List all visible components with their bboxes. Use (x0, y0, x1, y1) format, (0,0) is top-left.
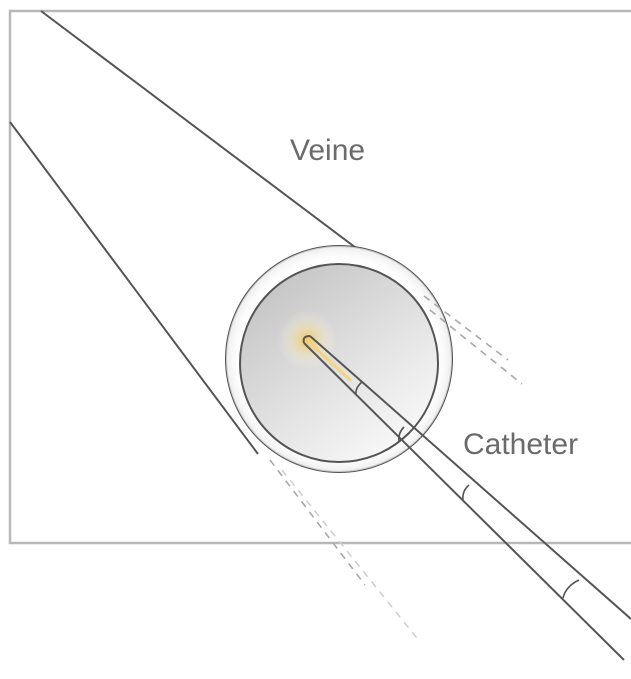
catheter (302, 335, 631, 661)
catheter-tip-highlight (310, 343, 352, 382)
catheter-tip (302, 335, 311, 344)
dashed-continuation-lines (269, 295, 523, 643)
vein-lower-wall (9, 121, 259, 455)
vein-label: Veine (290, 134, 365, 167)
catheter-band-4 (562, 579, 580, 599)
frame-outline (8, 9, 631, 545)
catheter-label: Catheter (463, 428, 578, 461)
catheter-band-2 (398, 426, 405, 442)
catheter-lower-edge (303, 342, 625, 661)
catheter-upper-edge (309, 335, 631, 620)
catheter-band-1 (355, 381, 363, 396)
catheter-band-3 (462, 484, 470, 501)
vein-lumen (239, 263, 439, 463)
vein-upper-wall (40, 10, 389, 273)
